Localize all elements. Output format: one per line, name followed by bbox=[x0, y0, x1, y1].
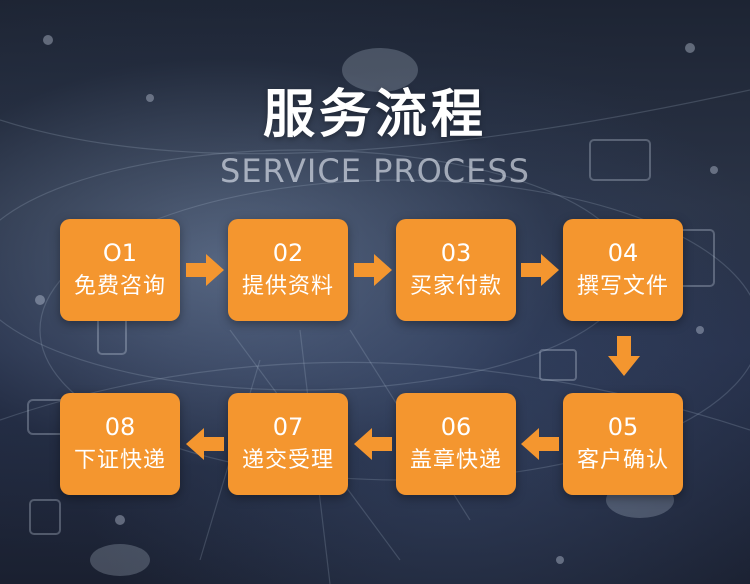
step-box-06: 06 盖章快递 bbox=[396, 393, 516, 495]
step-label: 撰写文件 bbox=[576, 274, 669, 299]
step-box-03: 03 买家付款 bbox=[396, 219, 516, 321]
step-box-07: 07 递交受理 bbox=[228, 393, 348, 495]
arrow-right-icon bbox=[354, 254, 392, 286]
step-number: 02 bbox=[272, 239, 304, 267]
arrow-right-icon bbox=[186, 254, 224, 286]
step-number: O1 bbox=[102, 239, 138, 267]
arrow-down-icon bbox=[608, 336, 640, 376]
arrow-left-icon bbox=[354, 428, 392, 460]
step-label: 免费咨询 bbox=[73, 274, 166, 299]
arrow-left-icon bbox=[521, 428, 559, 460]
step-box-05: 05 客户确认 bbox=[563, 393, 683, 495]
step-box-08: 08 下证快递 bbox=[60, 393, 180, 495]
step-number: 04 bbox=[607, 239, 639, 267]
page-title: 服务流程 bbox=[262, 85, 487, 145]
step-label: 盖章快递 bbox=[409, 448, 502, 473]
step-label: 下证快递 bbox=[73, 448, 166, 473]
step-number: 03 bbox=[440, 239, 472, 267]
step-label: 递交受理 bbox=[241, 448, 334, 473]
step-number: 06 bbox=[440, 413, 472, 441]
step-box-04: 04 撰写文件 bbox=[563, 219, 683, 321]
step-box-02: 02 提供资料 bbox=[228, 219, 348, 321]
page-subtitle: SERVICE PROCESS bbox=[220, 152, 530, 190]
step-label: 提供资料 bbox=[241, 274, 334, 299]
step-box-01: O1 免费咨询 bbox=[60, 219, 180, 321]
step-number: 05 bbox=[607, 413, 639, 441]
arrow-right-icon bbox=[521, 254, 559, 286]
step-number: 08 bbox=[104, 413, 136, 441]
step-label: 买家付款 bbox=[409, 274, 502, 299]
step-number: 07 bbox=[272, 413, 304, 441]
arrow-left-icon bbox=[186, 428, 224, 460]
step-label: 客户确认 bbox=[576, 448, 669, 473]
